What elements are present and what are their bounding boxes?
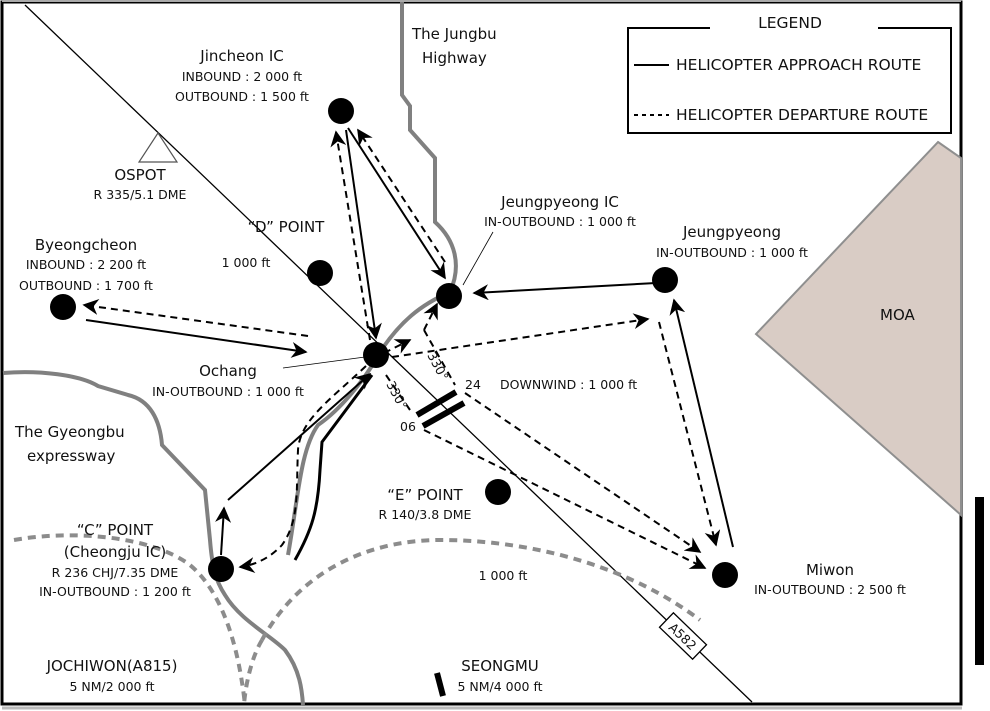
miwon-alt: IN-OUTBOUND : 2 500 ft — [754, 582, 906, 597]
approach-route — [345, 129, 382, 340]
legend-box — [627, 27, 952, 134]
jochiwon-limit: 5 NM/2 000 ft — [69, 679, 154, 694]
departure-route — [423, 329, 456, 386]
waypoint-c-point[interactable] — [208, 556, 234, 582]
jungbu-label-1: The Jungbu — [411, 25, 497, 43]
approach-route — [227, 372, 372, 501]
approach-route — [472, 282, 657, 301]
jungbu-label-2: Highway — [422, 49, 487, 67]
departure-route — [82, 299, 309, 337]
runway-end-06: 06 — [400, 419, 416, 434]
jochiwon-name: JOCHIWON(A815) — [46, 657, 178, 675]
d-point-alt: 1 000 ft — [222, 255, 271, 270]
waypoint-byeongcheon[interactable] — [50, 294, 76, 320]
e-point-radial: R 140/3.8 DME — [379, 507, 472, 522]
departure-route — [423, 429, 707, 569]
moa-area — [754, 140, 962, 518]
departure-route — [383, 339, 412, 354]
approach-route — [347, 127, 446, 280]
ospot-triangle — [137, 131, 179, 163]
jincheon-inbound: INBOUND : 2 000 ft — [182, 69, 302, 84]
ochang-name: Ochang — [199, 362, 257, 380]
legend-approach-label: HELICOPTER APPROACH ROUTE — [676, 56, 921, 74]
c-point-alt: IN-OUTBOUND : 1 200 ft — [39, 584, 191, 599]
departure-routes — [82, 128, 721, 574]
c-point-subname: (Cheongju IC) — [64, 543, 166, 561]
jeungpyeong-ic-leader — [462, 231, 494, 286]
departure-route — [238, 365, 367, 574]
jeungpyeong-ic-name: Jeungpyeong IC — [500, 193, 619, 211]
inner-altitude: 1 000 ft — [479, 568, 528, 583]
byeongcheon-outbound: OUTBOUND : 1 700 ft — [19, 278, 153, 293]
waypoint-jincheon-ic[interactable] — [328, 98, 354, 124]
c-point-radial: R 236 CHJ/7.35 DME — [52, 565, 179, 580]
ospot-radial: R 335/5.1 DME — [94, 187, 187, 202]
ospot-name: OSPOT — [114, 166, 166, 184]
jincheon-name: Jincheon IC — [199, 47, 283, 65]
seongmu-limit: 5 NM/4 000 ft — [457, 679, 542, 694]
legend-title: LEGEND — [758, 14, 822, 32]
jeungpyeong-alt: IN-OUTBOUND : 1 000 ft — [656, 245, 808, 260]
jincheon-outbound: OUTBOUND : 1 500 ft — [175, 89, 309, 104]
moa-label: MOA — [880, 306, 915, 324]
departure-route — [658, 321, 721, 547]
jeungpyeong-ic-alt: IN-OUTBOUND : 1 000 ft — [484, 214, 636, 229]
gyeongbu-expressway — [2, 370, 305, 706]
ochang-leader — [282, 356, 366, 369]
approach-route — [215, 506, 232, 556]
departure-route — [357, 128, 446, 263]
waypoint-e-point[interactable] — [485, 479, 511, 505]
legend: LEGEND HELICOPTER APPROACH ROUTE HELICOP… — [627, 14, 952, 134]
approach-route — [85, 319, 308, 358]
approach-route — [293, 374, 374, 561]
downwind-label: DOWNWIND : 1 000 ft — [500, 377, 637, 392]
seongmu-boundary-left — [242, 638, 264, 706]
departure-route — [423, 302, 438, 331]
runway-end-24: 24 — [465, 377, 481, 392]
waypoint-ochang[interactable] — [363, 342, 389, 368]
seongmu-marker — [434, 672, 446, 697]
runway-bar-2 — [421, 400, 466, 429]
c-point-name: “C” POINT — [77, 521, 154, 539]
ochang-alt: IN-OUTBOUND : 1 000 ft — [152, 384, 304, 399]
waypoint-jeungpyeong-ic[interactable] — [436, 283, 462, 309]
waypoint-d-point[interactable] — [307, 260, 333, 286]
byeongcheon-inbound: INBOUND : 2 200 ft — [26, 257, 146, 272]
seongmu-boundary — [260, 537, 702, 641]
d-point-name: “D” POINT — [248, 218, 325, 236]
byeongcheon-name: Byeongcheon — [35, 236, 137, 254]
gyeongbu-label-2: expressway — [27, 447, 116, 465]
runway-bar-1 — [415, 389, 458, 418]
gyeongbu-label-1: The Gyeongbu — [14, 423, 125, 441]
approach-route — [669, 298, 734, 548]
waypoint-miwon[interactable] — [712, 562, 738, 588]
legend-departure-label: HELICOPTER DEPARTURE ROUTE — [676, 106, 928, 124]
waypoint-jeungpyeong[interactable] — [652, 267, 678, 293]
approach-routes — [85, 127, 734, 561]
seongmu-name: SEONGMU — [461, 657, 539, 675]
e-point-name: “E” POINT — [387, 486, 463, 504]
jeungpyeong-name: Jeungpyeong — [682, 223, 781, 241]
miwon-name: Miwon — [806, 561, 854, 579]
side-bar — [975, 497, 984, 665]
